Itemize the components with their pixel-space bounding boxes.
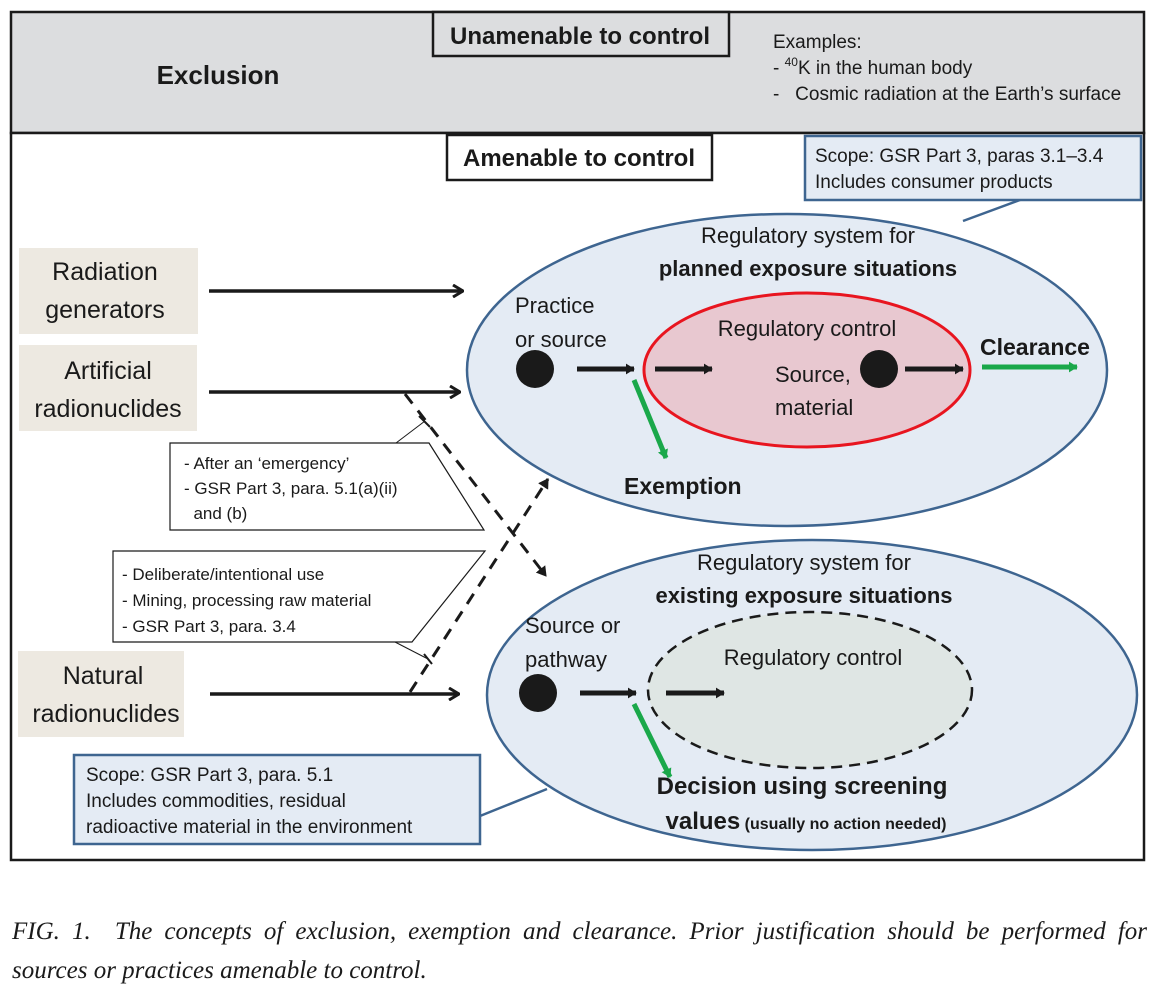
existing-scope-line2: Includes commodities, residual [86, 791, 346, 812]
planned-scope-line2: Includes consumer products [815, 172, 1053, 193]
planned-scope-line1: Scope: GSR Part 3, paras 3.1–3.4 [815, 146, 1104, 167]
exclusion-title: Exclusion [157, 60, 280, 90]
callout-deliberate-line2: - Mining, processing raw material [122, 591, 371, 610]
source-label-line2: radionuclides [34, 395, 181, 423]
planned-title-line1: Regulatory system for [701, 223, 915, 248]
existing-regulatory-control-ellipse [646, 610, 974, 770]
existing-title-line1: Regulatory system for [697, 550, 911, 575]
callout-emergency-line2: - GSR Part 3, para. 5.1(a)(ii) [184, 479, 398, 498]
source-material-line1: Source, [775, 362, 851, 387]
unamenable-label: Unamenable to control [450, 23, 710, 50]
source-natural-radionuclides: Natural radionuclides [18, 651, 184, 737]
source-pathway-line1: Source or [525, 613, 620, 638]
source-material-line2: material [775, 395, 853, 420]
decision-line2: values (usually no action needed) [666, 808, 947, 835]
examples-title: Examples: [773, 32, 862, 53]
callout-emergency-line1: - After an ‘emergency’ [184, 454, 349, 473]
exemption-label: Exemption [624, 473, 742, 499]
source-radiation-generators: Radiation generators [19, 248, 198, 334]
exemption-arrow [631, 379, 669, 459]
planned-title-line2: planned exposure situations [659, 256, 957, 281]
regulatory-control-ellipse [642, 291, 972, 449]
callout-emergency-line3: and (b) [184, 504, 247, 523]
practice-line2: or source [515, 327, 607, 352]
existing-title-line2: existing exposure situations [655, 583, 952, 608]
source-label-line1: Radiation [52, 258, 158, 286]
example-k40: - 40K in the human body [773, 55, 973, 79]
decision-line1: Decision using screening [657, 773, 948, 800]
amenable-label: Amenable to control [463, 145, 695, 172]
source-pathway-line2: pathway [525, 647, 607, 672]
figure-number: FIG. 1. [12, 918, 91, 945]
dashed-arrow-natural-to-planned [408, 478, 550, 693]
planned-scope-box [803, 134, 1143, 202]
clearance-label: Clearance [980, 334, 1090, 360]
planned-reg-control: Regulatory control [718, 316, 897, 341]
callout-emergency: - After an ‘emergency’ - GSR Part 3, par… [169, 415, 486, 531]
figure-caption: FIG. 1. The concepts of exclusion, exemp… [12, 912, 1147, 990]
existing-scope-line1: Scope: GSR Part 3, para. 5.1 [86, 765, 333, 786]
source-label-line2: generators [45, 296, 165, 324]
existing-scope-leader [479, 787, 548, 818]
callout-deliberate: - Deliberate/intentional use - Mining, p… [112, 550, 487, 665]
practice-source-dot [516, 350, 554, 388]
existing-scope-box [72, 753, 482, 846]
amenable-label-box [445, 133, 714, 182]
dashed-arrow-artificial-to-existing [403, 393, 548, 577]
planned-scope-leader [962, 198, 1021, 223]
decision-arrow [631, 702, 673, 779]
practice-line1: Practice [515, 293, 594, 318]
source-pathway-dot [519, 674, 557, 712]
callout-deliberate-line1: - Deliberate/intentional use [122, 565, 324, 584]
source-label-line1: Natural [63, 662, 144, 690]
example-cosmic: - Cosmic radiation at the Earth’s surfac… [773, 84, 1121, 105]
source-artificial-radionuclides: Artificial radionuclides [19, 345, 197, 431]
existing-reg-control: Regulatory control [724, 645, 903, 670]
source-label-line1: Artificial [64, 357, 152, 385]
existing-scope-line3: radioactive material in the environment [86, 817, 413, 838]
source-material-dot [860, 350, 898, 388]
unamenable-label-box [431, 10, 731, 58]
figure-caption-text: The concepts of exclusion, exemption and… [12, 918, 1147, 984]
source-label-line2: radionuclides [32, 700, 179, 728]
callout-deliberate-line3: - GSR Part 3, para. 3.4 [122, 617, 296, 636]
